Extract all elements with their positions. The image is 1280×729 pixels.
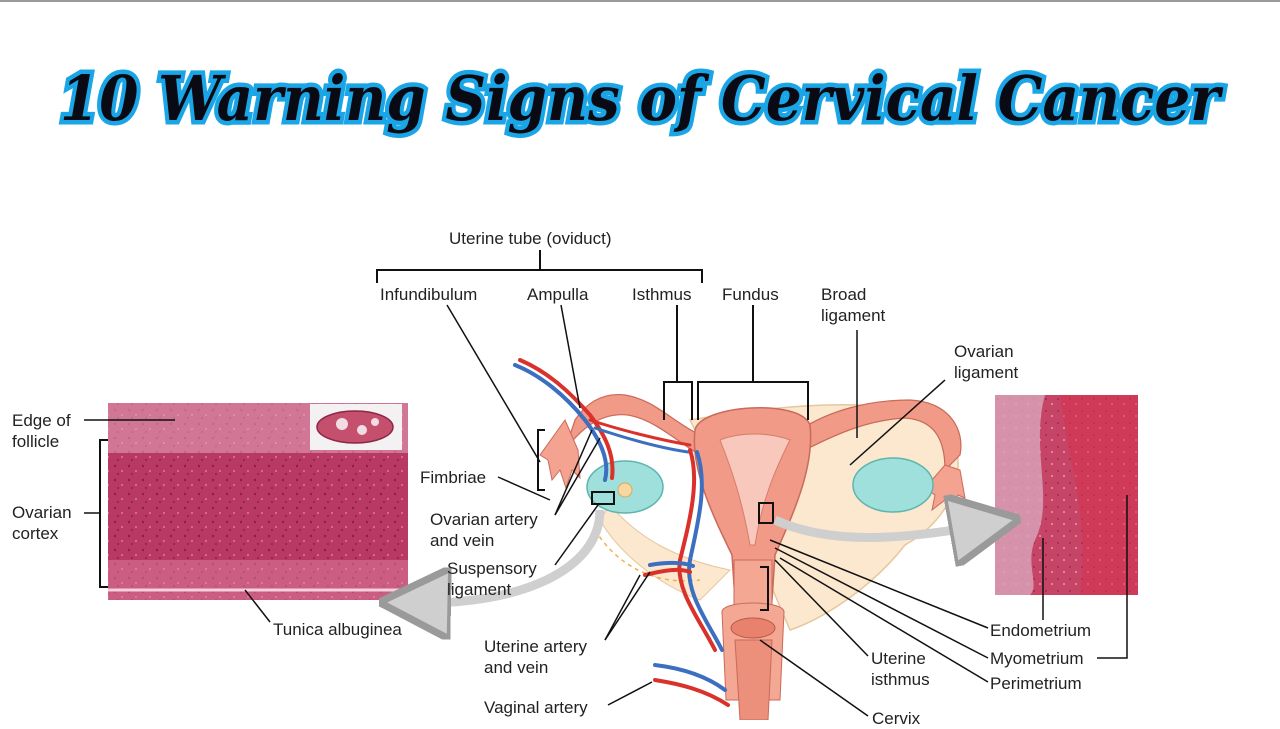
- title-banner: 10 Warning Signs of Cervical Cancer: [56, 58, 1229, 140]
- page-title: 10 Warning Signs of Cervical Cancer: [60, 62, 1224, 135]
- label-uterine-tube: Uterine tube (oviduct): [449, 229, 612, 248]
- arrow-to-wall-micrograph: [773, 520, 985, 538]
- ovary-zoom-box: [591, 491, 615, 505]
- label-ovarian-ligament: Ovarian ligament: [954, 342, 1019, 382]
- label-uterine-artery-vein: Uterine artery and vein: [484, 637, 587, 677]
- left-fimbriae: [539, 418, 581, 490]
- top-border: [0, 0, 1280, 2]
- label-endometrium: Endometrium: [990, 621, 1092, 640]
- label-vaginal-artery: Vaginal artery: [484, 698, 588, 717]
- uterine-wall-micrograph: [995, 395, 1138, 595]
- label-fimbriae: Fimbriae: [420, 468, 487, 487]
- label-infundibulum: Infundibulum: [380, 285, 478, 304]
- label-ovarian-artery-vein: Ovarian artery and vein: [430, 510, 538, 550]
- label-edge-of-follicle: Edge of follicle: [12, 411, 71, 451]
- uterine-cavity: [719, 433, 791, 546]
- uterine-isthmus-shape: [733, 559, 773, 611]
- label-ampulla: Ampulla: [527, 285, 589, 304]
- label-cervix: Cervix: [872, 709, 921, 728]
- label-uterine-isthmus: Uterine isthmus: [871, 649, 930, 689]
- label-perimetrium: Perimetrium: [990, 674, 1082, 693]
- label-tunica-albuginea: Tunica albuginea: [273, 620, 402, 639]
- label-ovarian-cortex: Ovarian cortex: [12, 503, 72, 543]
- vagina-shape: [734, 639, 773, 720]
- right-ovary: [852, 457, 934, 513]
- leader-lines: [84, 304, 1128, 717]
- arrow-to-ovary-micrograph: [415, 509, 605, 603]
- ovarian-vessels: [513, 358, 692, 482]
- broad-ligament-left: [599, 504, 732, 601]
- label-suspensory-ligament: Suspensory ligament: [447, 559, 537, 599]
- label-isthmus: Isthmus: [632, 285, 692, 304]
- label-broad-ligament: Broad ligament: [821, 285, 886, 325]
- uterine-vessels: [643, 448, 730, 707]
- ovary-micrograph: [108, 403, 408, 600]
- label-fundus: Fundus: [722, 285, 779, 304]
- wall-zoom-box: [758, 502, 774, 524]
- label-myometrium: Myometrium: [990, 649, 1084, 668]
